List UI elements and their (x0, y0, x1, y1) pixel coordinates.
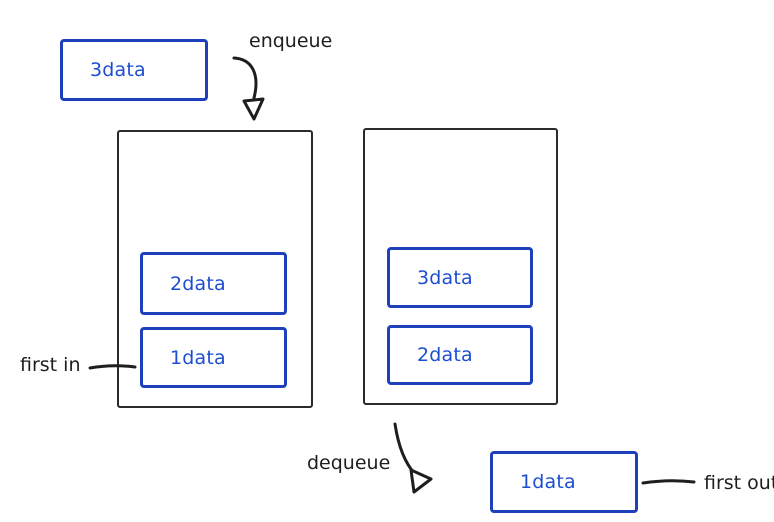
queue-container-before (117, 130, 313, 408)
queue-item-label: 2data (170, 272, 226, 295)
queue-before-item-1data: 1data (140, 327, 287, 388)
first-out-label: first out (704, 472, 774, 494)
queue-after-item-3data: 3data (387, 247, 533, 308)
queue-after-item-2data: 2data (387, 325, 533, 385)
incoming-node-3data: 3data (60, 39, 208, 101)
enqueue-arrow (232, 56, 265, 121)
dequeue-label: dequeue (307, 452, 391, 474)
first-out-pointer-line (641, 479, 696, 485)
first-in-label: first in (20, 354, 81, 376)
enqueue-label: enqueue (249, 30, 333, 52)
output-node-label: 1data (520, 471, 576, 493)
queue-container-after (363, 128, 558, 405)
first-in-pointer-line (88, 364, 137, 370)
incoming-node-label: 3data (90, 59, 146, 81)
dequeue-arrow (393, 422, 433, 494)
queue-item-label: 2data (417, 344, 473, 366)
queue-item-label: 1data (170, 346, 226, 369)
output-node-1data: 1data (490, 451, 638, 513)
queue-before-item-2data: 2data (140, 252, 287, 315)
queue-item-label: 3data (417, 266, 473, 289)
